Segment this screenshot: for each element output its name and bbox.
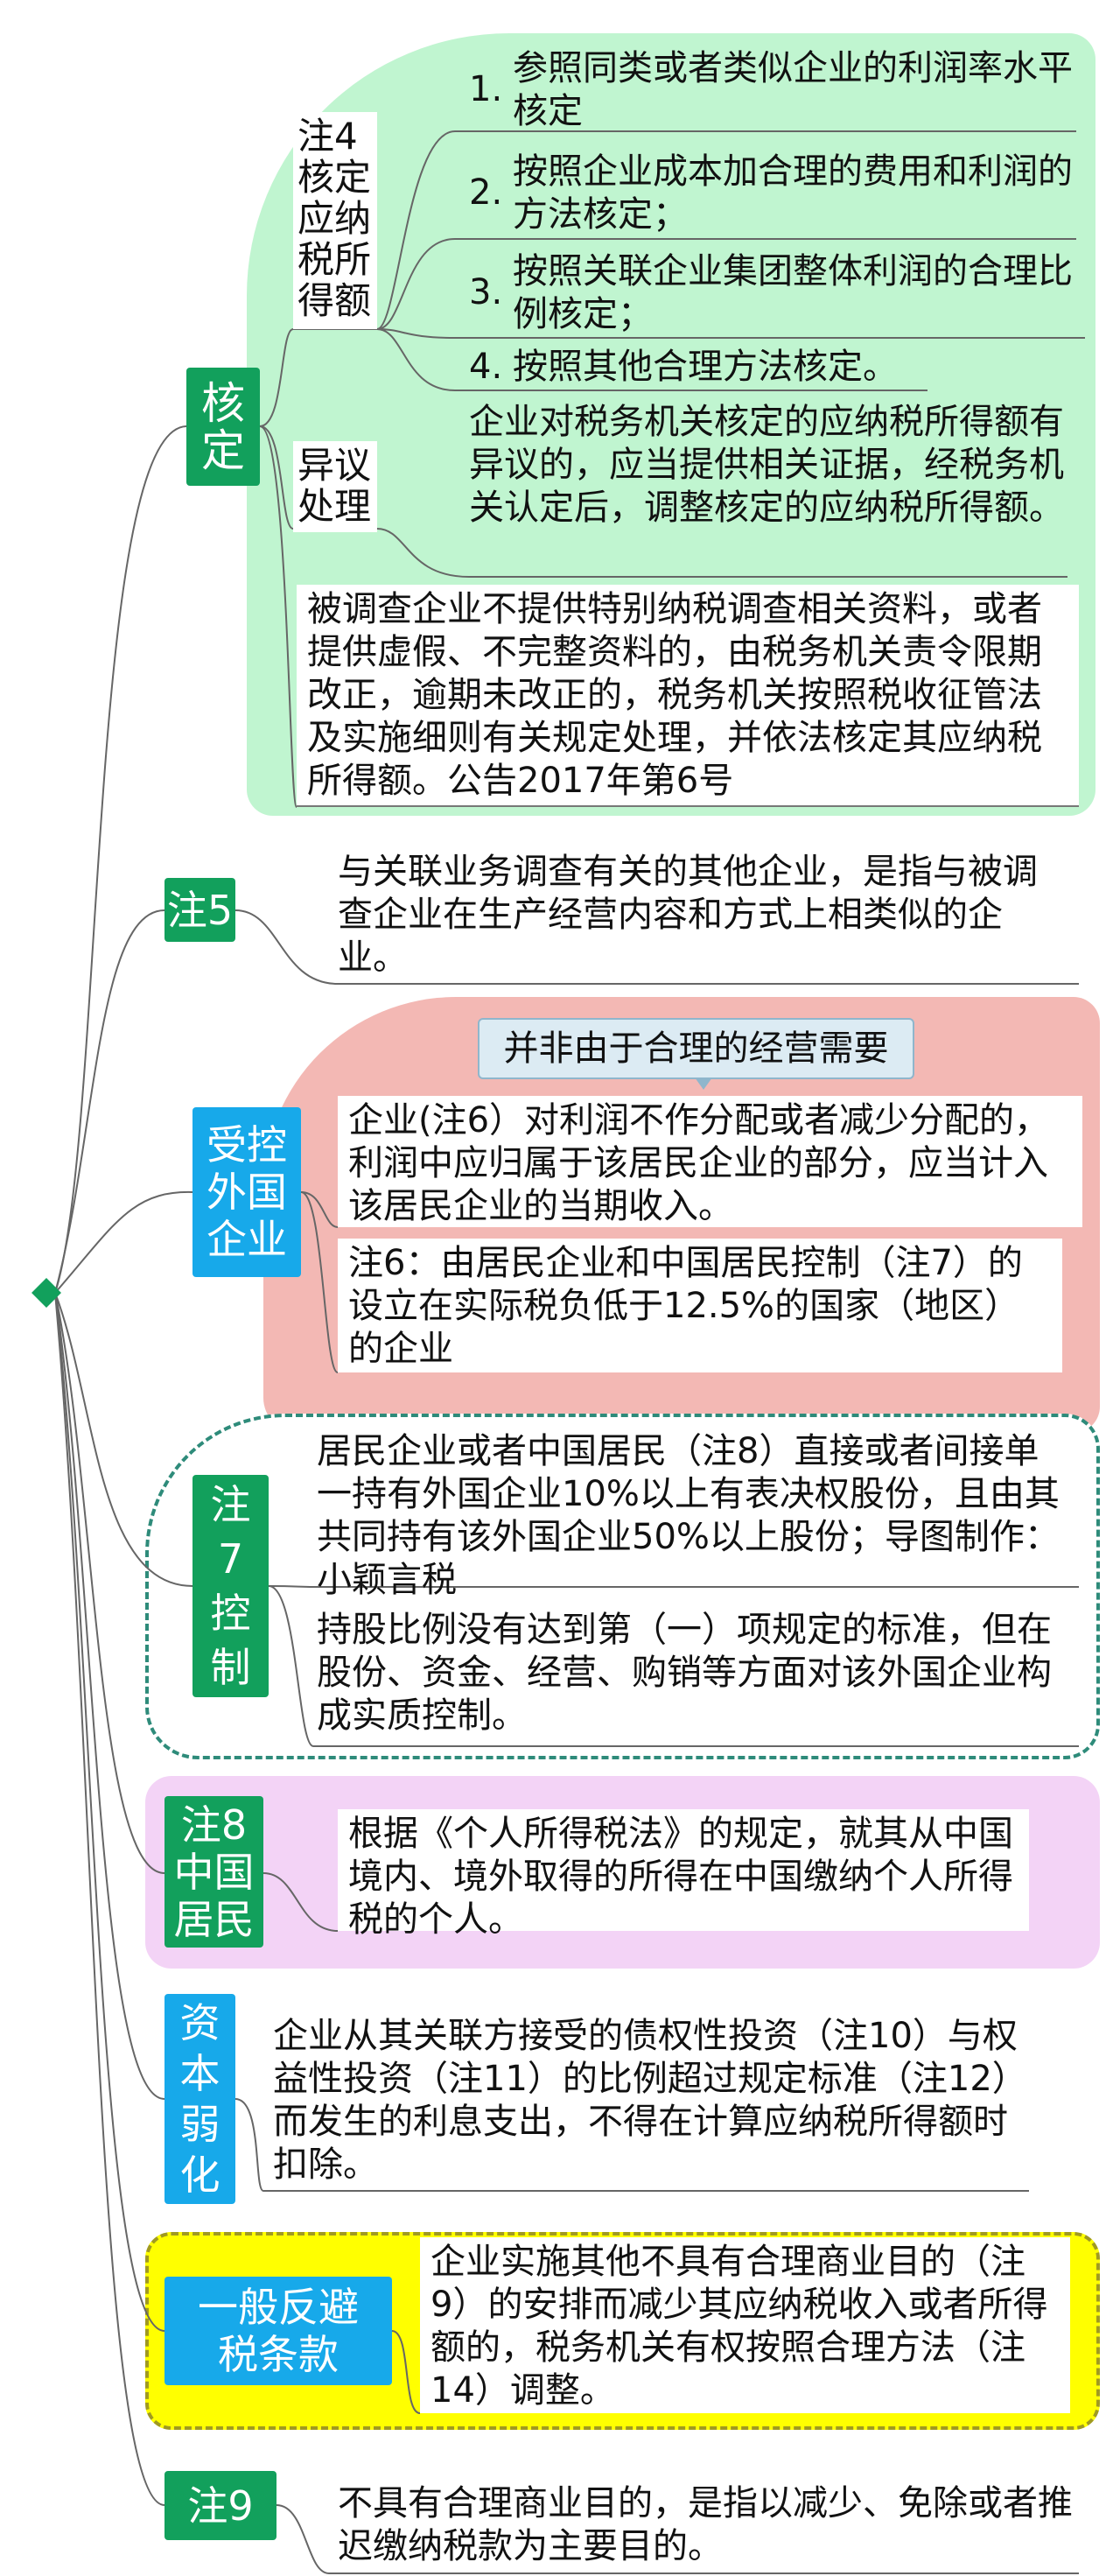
thin-cap-text[interactable]: 企业从其关联方接受的债权性投资（注10）与权益性投资（注11）的比例超过规定标准… bbox=[273, 2016, 1018, 2185]
cfc-text-2[interactable]: 注6：由居民企业和中国居民控制（注7）的设立在实际税负低于12.5%的国家（地区… bbox=[338, 1239, 1062, 1372]
node-note5[interactable]: 注5 bbox=[164, 878, 235, 942]
item-2-text[interactable]: 按照企业成本加合理的费用和利润的方法核定； bbox=[513, 151, 1073, 235]
item-3-text[interactable]: 按照关联企业集团整体利润的合理比例核定； bbox=[513, 251, 1073, 334]
note4-label[interactable]: 注4核定应纳税所得额 bbox=[293, 112, 377, 329]
note4-label-text: 注4核定应纳税所得额 bbox=[298, 115, 372, 322]
note5-text[interactable]: 与关联业务调查有关的其他企业，是指与被调查企业在生产经营内容和方式上相类似的企业… bbox=[338, 852, 1038, 978]
node-hexing-label: 核定 bbox=[201, 377, 245, 476]
cfc-callout-text: 并非由于合理的经营需要 bbox=[503, 1028, 889, 1069]
callout-pointer bbox=[695, 1077, 712, 1090]
node-note9-label: 注9 bbox=[187, 2481, 254, 2530]
node-cfc-label: 受控外国企业 bbox=[206, 1121, 287, 1263]
node-hexing[interactable]: 核定 bbox=[186, 368, 260, 486]
note8-text[interactable]: 根据《个人所得税法》的规定，就其从中国境内、境外取得的所得在中国缴纳个人所得税的… bbox=[338, 1809, 1029, 1940]
item-3-number: 3. bbox=[469, 272, 503, 312]
node-note8-label: 注8中国居民 bbox=[173, 1800, 255, 1943]
objection-label[interactable]: 异议处理 bbox=[293, 441, 377, 532]
objection-text[interactable]: 企业对税务机关核定的应纳税所得额有异议的，应当提供相关证据，经税务机关认定后，调… bbox=[469, 402, 1064, 528]
cfc-callout: 并非由于合理的经营需要 bbox=[478, 1018, 914, 1079]
node-note7[interactable]: 注7控制 bbox=[192, 1475, 269, 1697]
objection-label-text: 异议处理 bbox=[298, 444, 372, 528]
cfc-text-1[interactable]: 企业(注6）对利润不作分配或者减少分配的，利润中应归属于该居民企业的部分，应当计… bbox=[338, 1096, 1082, 1227]
note7-text-2[interactable]: 持股比例没有达到第（一）项规定的标准，但在股份、资金、经营、购销等方面对该外国企… bbox=[317, 1610, 1052, 1736]
item-1-number: 1. bbox=[469, 69, 503, 109]
node-thin-cap-label: 资本弱化 bbox=[179, 1999, 220, 2199]
node-gaar-label: 一般反避税条款 bbox=[198, 2284, 359, 2378]
note9-text[interactable]: 不具有合理商业目的，是指以减少、免除或者推迟缴纳税款为主要目的。 bbox=[338, 2483, 1073, 2566]
item-4-number: 4. bbox=[469, 347, 503, 387]
node-note7-label: 注7控制 bbox=[210, 1481, 251, 1691]
node-note8[interactable]: 注8中国居民 bbox=[164, 1796, 263, 1948]
item-4-text[interactable]: 按照其他合理方法核定。 bbox=[513, 347, 898, 387]
item-1-text[interactable]: 参照同类或者类似企业的利润率水平核定 bbox=[513, 48, 1073, 131]
node-cfc[interactable]: 受控外国企业 bbox=[192, 1107, 301, 1277]
node-note5-label: 注5 bbox=[166, 886, 234, 934]
hexing-bottom-text[interactable]: 被调查企业不提供特别纳税调查相关资料，或者提供虚假、不完整资料的，由税务机关责令… bbox=[297, 585, 1079, 807]
node-thin-cap[interactable]: 资本弱化 bbox=[164, 1994, 235, 2204]
gaar-text[interactable]: 企业实施其他不具有合理商业目的（注9）的安排而减少其应纳税收入或者所得额的，税务… bbox=[420, 2237, 1070, 2413]
node-gaar[interactable]: 一般反避税条款 bbox=[164, 2277, 392, 2385]
node-note9[interactable]: 注9 bbox=[164, 2471, 276, 2540]
note7-text-1[interactable]: 居民企业或者中国居民（注8）直接或者间接单一持有外国企业10%以上有表决权股份，… bbox=[317, 1431, 1060, 1600]
item-2-number: 2. bbox=[469, 172, 503, 213]
